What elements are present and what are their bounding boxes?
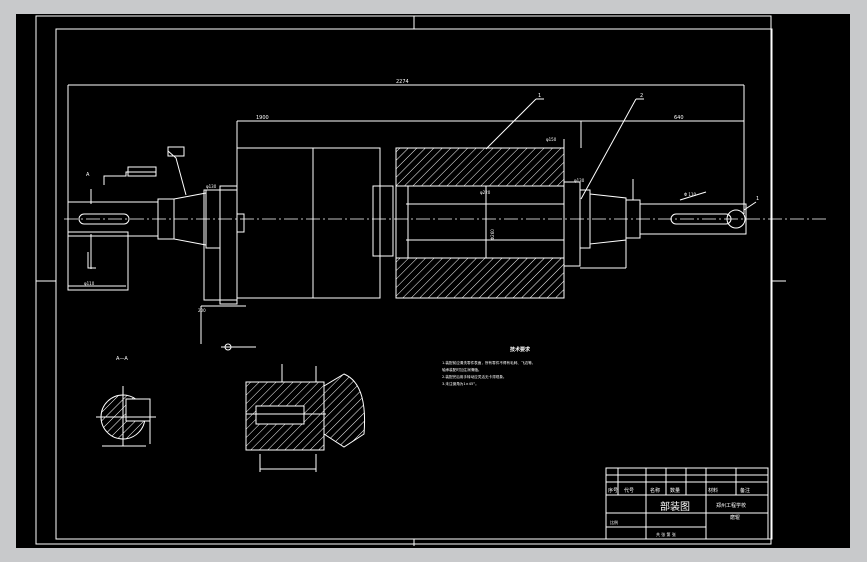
left-bearing-housing: 200 <box>198 185 256 351</box>
main-diameter: Φ260 <box>490 229 495 240</box>
title-block: 序号 代号 名称 数量 材料 备注 部装图 郑州工程学校 磨辊 比例 共 张 第… <box>605 467 769 540</box>
drawing-name: 部装图 <box>660 500 690 513</box>
drawing-svg: 2274 1900 640 A <box>35 15 828 546</box>
leader-label-2: 2 <box>640 93 643 99</box>
tb-col-seq: 序号 <box>608 487 618 494</box>
section-a-a-view: A—A <box>96 356 156 447</box>
right-shaft-dia: Φ 110 <box>684 192 697 197</box>
tb-col-note: 备注 <box>740 487 750 494</box>
bore-note: φ220 <box>480 190 491 195</box>
tech-req-line-4: 3.未注倒角为1×45°。 <box>442 381 479 386</box>
left-dim-bottom: 200 <box>198 308 206 313</box>
tb-col-code: 代号 <box>624 487 634 494</box>
tech-req-line-2: 轴承装配时加注润滑脂。 <box>442 367 482 372</box>
school-name: 郑州工程学校 <box>716 502 746 509</box>
tech-req-line-3: 2.装配完后用手转动应灵活无卡滞现象。 <box>442 374 507 379</box>
leader-label-1: 1 <box>538 93 541 99</box>
hub-detail-view <box>245 364 366 472</box>
bearing-spec-left: φ130 <box>206 184 217 189</box>
right-shaft: 1 Φ 110 <box>625 179 759 239</box>
middle-dim-text: 1900 <box>256 115 269 121</box>
tech-req-line-1: 1.装配前应清洗零件表面，所有零件不得有毛刺、飞边等。 <box>442 360 535 365</box>
roller-shell-left <box>236 147 394 299</box>
bearing-spec-right: φ130 <box>574 178 585 183</box>
section-a-marker: A <box>86 172 90 178</box>
top-bore-note: φ150 <box>546 137 557 142</box>
left-dim-a: φ110 <box>84 281 95 286</box>
tech-req-title: 技术要求 <box>510 346 531 353</box>
scale-label: 比例 <box>610 519 618 525</box>
left-shaft: A φ110 φ130 <box>67 146 221 291</box>
right-bearing-housing: 2 φ130 <box>563 93 644 269</box>
overall-dimension: 2274 <box>67 79 745 214</box>
cad-drawing-canvas[interactable]: 2274 1900 640 A <box>16 14 850 548</box>
part-name: 磨辊 <box>730 514 740 521</box>
roller-sectioned: φ220 Φ260 1 φ150 <box>395 93 565 299</box>
right-dim-text: 640 <box>674 115 684 121</box>
technical-requirements: 技术要求 1.装配前应清洗零件表面，所有零件不得有毛刺、飞边等。 轴承装配时加注… <box>442 346 535 386</box>
leader-label-1-right: 1 <box>756 196 759 202</box>
tb-col-name: 名称 <box>650 487 660 494</box>
outer-frame <box>35 15 772 545</box>
section-a-a-title: A—A <box>116 356 128 362</box>
middle-dimension: 1900 640 <box>236 115 744 148</box>
overall-dim-text: 2274 <box>396 79 409 85</box>
tb-col-qty: 数量 <box>670 487 680 494</box>
sheet-label: 共 张 第 张 <box>656 531 676 537</box>
tb-col-material: 材料 <box>708 487 718 494</box>
